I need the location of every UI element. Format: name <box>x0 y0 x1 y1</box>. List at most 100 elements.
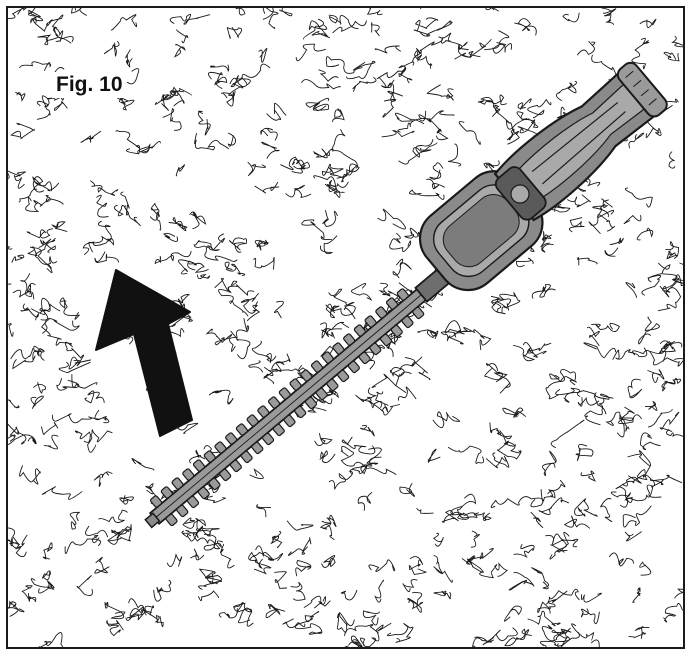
hedge-squiggle <box>545 376 577 400</box>
blade-tooth <box>386 297 399 310</box>
hedge-squiggle <box>659 274 683 298</box>
hedge-squiggle <box>190 548 205 561</box>
hedge-squiggle <box>9 426 20 442</box>
blade-tooth <box>192 459 206 472</box>
hedge-squiggle <box>494 372 511 394</box>
hedge-squiggle <box>8 527 20 546</box>
hedge-squiggle <box>591 639 600 647</box>
hedge-squiggle <box>208 389 234 405</box>
hedge-squiggle <box>609 237 624 245</box>
hedge-squiggle <box>209 64 230 72</box>
hedge-squiggle <box>458 121 481 145</box>
hedge-squiggle <box>658 341 673 362</box>
hedge-squiggle <box>42 570 51 581</box>
hedge-squiggle <box>661 377 682 392</box>
hedge-squiggle <box>314 433 333 447</box>
hedge-squiggle <box>600 498 613 523</box>
hedge-squiggle <box>336 165 358 183</box>
blade-tooth <box>396 288 409 301</box>
hedge-squiggle <box>371 373 407 393</box>
hedge-squiggle <box>8 323 14 337</box>
hedge-squiggle <box>580 608 600 625</box>
hedge-squiggle <box>94 556 110 574</box>
hedge-squiggle <box>185 526 204 542</box>
hedge-squiggle <box>441 32 469 51</box>
hedge-squiggle <box>325 56 363 74</box>
hedge-squiggle <box>429 162 444 180</box>
hedge-squiggle <box>21 585 37 602</box>
hedge-squiggle <box>205 328 233 346</box>
hedge-squiggle <box>679 262 683 267</box>
hedge-squiggle <box>319 522 335 540</box>
hedge-squiggle <box>569 217 585 233</box>
hedge-squiggle <box>265 603 286 619</box>
hedge-squiggle <box>227 132 236 147</box>
hedge-squiggle <box>74 429 113 443</box>
hedge-squiggle <box>144 611 164 628</box>
hedge-squiggle <box>631 37 650 70</box>
hedge-squiggle <box>182 517 206 530</box>
hedge-squiggle <box>313 175 338 192</box>
hedge-squiggle <box>41 319 73 346</box>
hedge-squiggle <box>319 450 336 463</box>
hedge-squiggle <box>502 407 526 418</box>
hedge-squiggle <box>10 534 28 549</box>
hedge-squiggle <box>404 227 421 239</box>
hedge-squiggle <box>37 34 72 46</box>
hedge-squiggle <box>193 239 220 252</box>
hedge-squiggle <box>125 49 133 68</box>
hedge-squiggle <box>224 261 246 277</box>
hedge-squiggle <box>302 25 331 40</box>
hedge-squiggle <box>25 197 40 212</box>
blade-tooth <box>358 351 371 365</box>
hedge-squiggle <box>392 258 412 279</box>
hedge-squiggle <box>266 102 287 121</box>
hedge-squiggle <box>204 233 238 262</box>
hedge-squiggle <box>592 198 613 218</box>
hedge-squiggle <box>374 579 385 603</box>
blade-tooth <box>229 459 242 473</box>
hedge-squiggle <box>549 368 577 382</box>
hedge-squiggle <box>58 361 91 374</box>
hedge-squiggle <box>419 110 455 120</box>
hedge-squiggle <box>273 300 284 319</box>
hedge-squiggle <box>328 470 353 490</box>
hedge-squiggle <box>516 257 534 268</box>
blade-tooth <box>251 441 264 455</box>
hedge-squiggle <box>263 367 279 384</box>
hedge-squiggle <box>636 469 683 484</box>
hedge-squiggle <box>387 332 401 358</box>
hedge-squiggle <box>477 94 507 106</box>
hedge-squiggle <box>386 623 414 643</box>
hedge-squiggle <box>427 448 441 463</box>
hedge-squiggle <box>38 238 56 253</box>
hedge-squiggle <box>553 627 572 647</box>
hedge-squiggle <box>82 238 114 255</box>
hedge-squiggle <box>258 47 268 63</box>
hedge-squiggle <box>162 107 182 131</box>
hedge-squiggle <box>485 452 510 469</box>
hedge-squiggle <box>352 77 377 92</box>
hedge-squiggle <box>53 101 68 111</box>
hedge-squiggle <box>555 80 578 101</box>
hedge-squiggle <box>248 360 264 373</box>
hedge-squiggle <box>459 327 492 351</box>
hedge-squiggle <box>624 531 642 542</box>
hedge-squiggle <box>349 456 382 475</box>
hedge-squiggle <box>432 411 461 428</box>
hedge-squiggle <box>42 542 53 560</box>
hedge-squiggle <box>31 297 51 315</box>
hedge-squiggle <box>671 35 683 48</box>
hedge-squiggle <box>308 18 328 30</box>
hedge-squiggle <box>377 208 406 230</box>
blade-tooth <box>401 315 414 329</box>
hedge-squiggle <box>408 556 428 575</box>
hedge-squiggle <box>540 489 556 502</box>
hedge-squiggle <box>504 628 532 647</box>
hedge-squiggle <box>632 587 641 603</box>
hedge-squiggle <box>472 636 493 647</box>
hedge-squiggle <box>450 505 469 520</box>
hedge-squiggle <box>90 180 119 196</box>
hedge-squiggle <box>56 377 80 391</box>
hedge-squiggle <box>254 181 280 194</box>
